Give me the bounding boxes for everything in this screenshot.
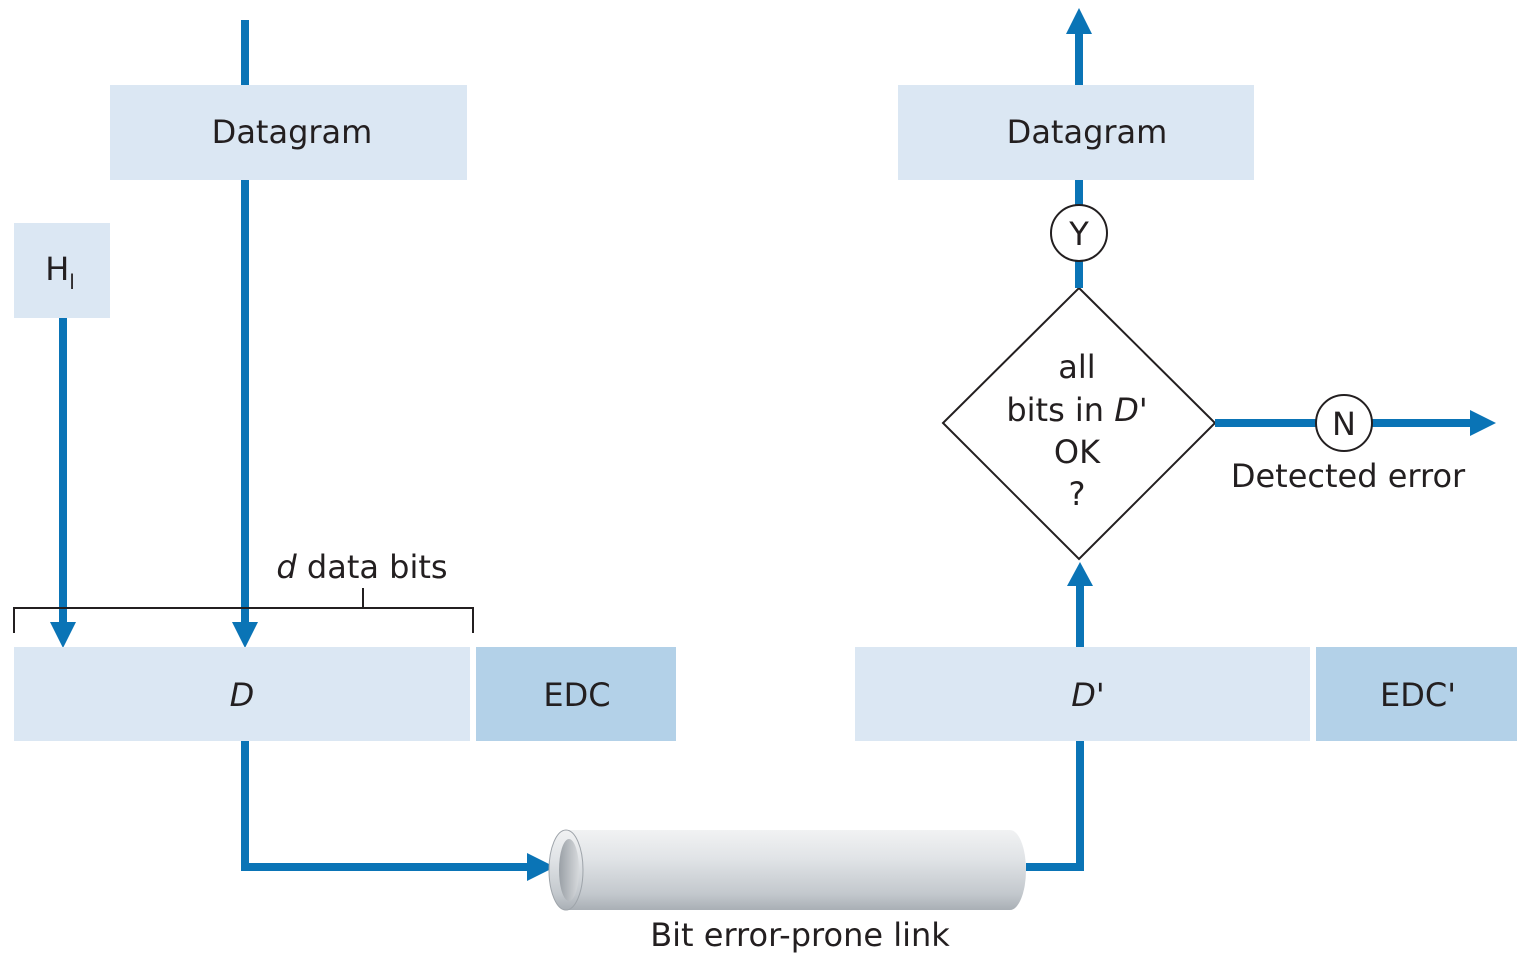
link-label: Bit error-prone link bbox=[650, 916, 950, 954]
data-bits-label: d data bits bbox=[276, 548, 447, 586]
decision-line-1: all bbox=[1058, 348, 1095, 386]
header-to-d-arrowhead bbox=[50, 622, 76, 648]
yes-marker: Y bbox=[1050, 204, 1108, 262]
receiver-edc-field: EDC' bbox=[1316, 647, 1517, 741]
no-branch-arrowhead bbox=[1470, 410, 1496, 436]
d-to-link-line bbox=[241, 741, 527, 871]
header-subscript: l bbox=[69, 270, 75, 294]
sender-edc-label: EDC bbox=[543, 676, 610, 714]
decision-diamond: all bits in D' OK ? bbox=[941, 286, 1217, 561]
no-label: N bbox=[1332, 405, 1356, 443]
receiver-output-arrowhead bbox=[1066, 8, 1092, 34]
sender-datagram-label: Datagram bbox=[212, 113, 373, 151]
header-label: Hl bbox=[45, 250, 75, 294]
yes-label: Y bbox=[1068, 215, 1089, 253]
decision-line-4: ? bbox=[1069, 475, 1086, 513]
receiver-d-label: D' bbox=[1071, 676, 1104, 714]
receiver-d-field: D' bbox=[855, 647, 1310, 741]
sender-edc-field: EDC bbox=[476, 647, 676, 741]
receiver-datagram-label: Datagram bbox=[1007, 113, 1168, 151]
no-marker: N bbox=[1315, 394, 1373, 452]
detected-error-label: Detected error bbox=[1231, 457, 1466, 495]
data-bits-brace bbox=[13, 588, 474, 633]
d-prime-to-decision-arrowhead bbox=[1067, 562, 1093, 586]
sender-d-field: D bbox=[14, 647, 470, 741]
sender-d-label: D bbox=[230, 676, 255, 714]
datagram-to-d-arrowhead bbox=[232, 622, 258, 648]
link-cylinder bbox=[548, 829, 1026, 911]
link-to-d-prime-line bbox=[1026, 741, 1084, 871]
decision-line-3: OK bbox=[1054, 433, 1101, 471]
d-to-link-arrowhead bbox=[527, 853, 555, 881]
sender-datagram-box: Datagram bbox=[110, 85, 467, 180]
receiver-edc-label: EDC' bbox=[1380, 676, 1456, 714]
header-box: Hl bbox=[14, 223, 110, 318]
decision-line-2: bits in D' bbox=[1006, 391, 1147, 429]
receiver-datagram-box: Datagram bbox=[898, 85, 1254, 180]
